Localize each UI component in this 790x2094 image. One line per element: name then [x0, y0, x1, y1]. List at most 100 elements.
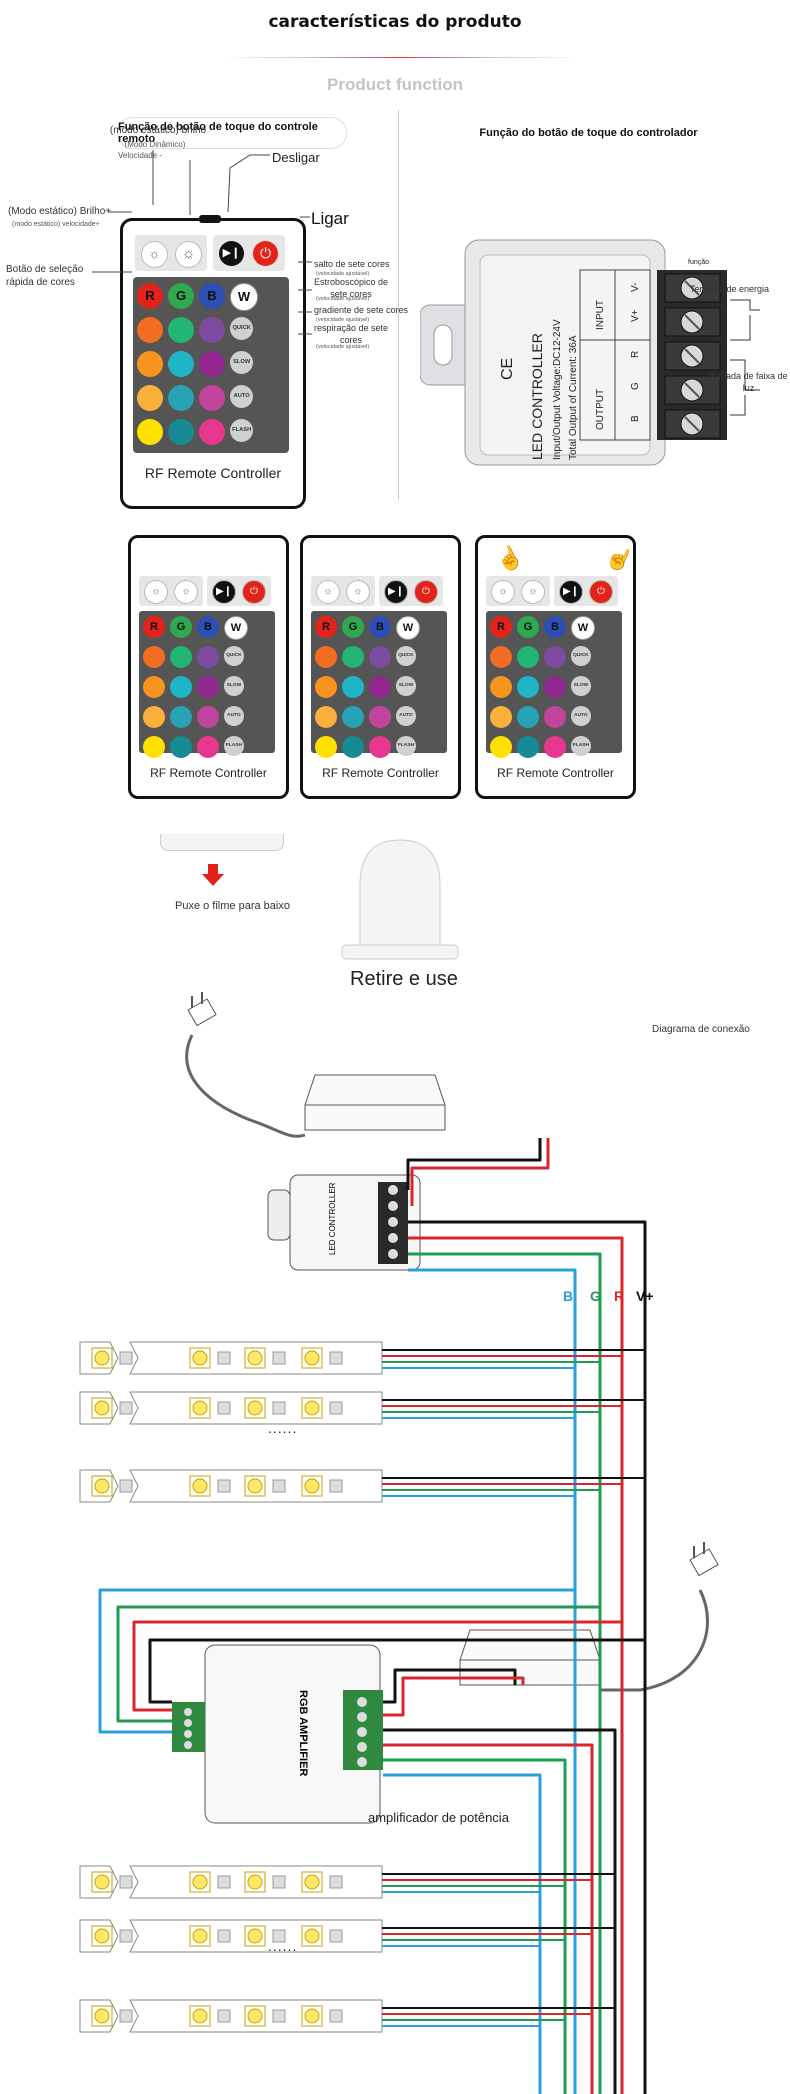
- color-button-w[interactable]: W: [224, 616, 248, 640]
- mode-button-auto[interactable]: AUTO: [396, 706, 416, 726]
- power-button[interactable]: ⏻: [414, 580, 438, 604]
- mode-button-quick[interactable]: QUICK: [230, 317, 254, 341]
- mode-button-flash[interactable]: FLASH: [396, 736, 416, 756]
- color-button[interactable]: [517, 706, 539, 728]
- color-button-r[interactable]: R: [137, 283, 163, 309]
- brightness-up-button[interactable]: ☼: [346, 580, 370, 604]
- controller-ce: CE: [499, 358, 516, 380]
- color-button[interactable]: [170, 646, 192, 668]
- color-button[interactable]: [170, 736, 192, 758]
- color-button[interactable]: [197, 646, 219, 668]
- color-button-g[interactable]: G: [168, 283, 194, 309]
- color-button[interactable]: [315, 706, 337, 728]
- color-button[interactable]: [168, 351, 194, 377]
- label-amplifier: amplificador de potência: [368, 1810, 509, 1825]
- color-button[interactable]: [315, 736, 337, 758]
- color-button-g[interactable]: G: [170, 616, 192, 638]
- color-button[interactable]: [170, 706, 192, 728]
- remote-name: RF Remote Controller: [322, 766, 439, 780]
- brightness-down-button[interactable]: ☼: [316, 580, 340, 604]
- color-button[interactable]: [369, 646, 391, 668]
- color-button[interactable]: [143, 736, 165, 758]
- color-button[interactable]: [170, 676, 192, 698]
- color-button[interactable]: [517, 676, 539, 698]
- brightness-down-button[interactable]: ☼: [141, 241, 168, 268]
- color-button[interactable]: [369, 676, 391, 698]
- diagram-led-controller: LED CONTROLLER: [267, 1174, 421, 1271]
- color-button[interactable]: [490, 646, 512, 668]
- color-button[interactable]: [168, 419, 194, 445]
- color-button-r[interactable]: R: [490, 616, 512, 638]
- color-button[interactable]: [342, 706, 364, 728]
- color-button[interactable]: [490, 736, 512, 758]
- color-button-r[interactable]: R: [143, 616, 165, 638]
- power-button[interactable]: ⏻: [242, 580, 266, 604]
- color-button[interactable]: [137, 317, 163, 343]
- color-button-w[interactable]: W: [396, 616, 420, 640]
- color-button[interactable]: [199, 317, 225, 343]
- mode-button-quick[interactable]: QUICK: [396, 646, 416, 666]
- color-button[interactable]: [168, 385, 194, 411]
- color-button[interactable]: [197, 736, 219, 758]
- color-button-w[interactable]: W: [571, 616, 595, 640]
- brightness-up-button[interactable]: ☼: [175, 241, 202, 268]
- mode-button-slow[interactable]: SLOW: [230, 351, 254, 375]
- color-button[interactable]: [490, 676, 512, 698]
- power-button[interactable]: ⏻: [589, 580, 613, 604]
- brightness-up-button[interactable]: ☼: [174, 580, 198, 604]
- play-pause-button[interactable]: ▶❙: [219, 241, 244, 266]
- color-button-w[interactable]: W: [230, 283, 258, 311]
- color-button[interactable]: [137, 351, 163, 377]
- color-button[interactable]: [143, 646, 165, 668]
- color-button[interactable]: [517, 646, 539, 668]
- mode-button-quick[interactable]: QUICK: [571, 646, 591, 666]
- color-button[interactable]: [544, 646, 566, 668]
- color-button[interactable]: [137, 419, 163, 445]
- color-button-r[interactable]: R: [315, 616, 337, 638]
- color-button[interactable]: [197, 676, 219, 698]
- brightness-down-button[interactable]: ☼: [491, 580, 515, 604]
- mode-button-slow[interactable]: SLOW: [571, 676, 591, 696]
- color-button[interactable]: [315, 676, 337, 698]
- color-button-b[interactable]: B: [197, 616, 219, 638]
- color-button[interactable]: [168, 317, 194, 343]
- color-button[interactable]: [544, 736, 566, 758]
- power-button[interactable]: ⏻: [253, 241, 278, 266]
- mode-button-slow[interactable]: SLOW: [396, 676, 416, 696]
- color-button[interactable]: [143, 706, 165, 728]
- color-button[interactable]: [544, 706, 566, 728]
- mode-button-flash[interactable]: FLASH: [224, 736, 244, 756]
- mode-button-flash[interactable]: FLASH: [571, 736, 591, 756]
- color-button[interactable]: [517, 736, 539, 758]
- color-button[interactable]: [490, 706, 512, 728]
- color-button-b[interactable]: B: [369, 616, 391, 638]
- brightness-down-button[interactable]: ☼: [144, 580, 168, 604]
- brightness-up-button[interactable]: ☼: [521, 580, 545, 604]
- color-button[interactable]: [342, 676, 364, 698]
- color-button-g[interactable]: G: [342, 616, 364, 638]
- mode-button-slow[interactable]: SLOW: [224, 676, 244, 696]
- play-pause-button[interactable]: ▶❙: [384, 580, 408, 604]
- color-button-g[interactable]: G: [517, 616, 539, 638]
- play-pause-button[interactable]: ▶❙: [559, 580, 583, 604]
- color-button[interactable]: [137, 385, 163, 411]
- color-button[interactable]: [197, 706, 219, 728]
- color-button-b[interactable]: B: [199, 283, 225, 309]
- mode-button-flash[interactable]: FLASH: [230, 419, 254, 443]
- mode-button-auto[interactable]: AUTO: [230, 385, 254, 409]
- color-button[interactable]: [315, 646, 337, 668]
- color-button[interactable]: [342, 736, 364, 758]
- mode-button-auto[interactable]: AUTO: [571, 706, 591, 726]
- color-button[interactable]: [199, 419, 225, 445]
- color-button[interactable]: [342, 646, 364, 668]
- color-button[interactable]: [199, 351, 225, 377]
- color-button[interactable]: [369, 736, 391, 758]
- mode-button-quick[interactable]: QUICK: [224, 646, 244, 666]
- play-pause-button[interactable]: ▶❙: [212, 580, 236, 604]
- mode-button-auto[interactable]: AUTO: [224, 706, 244, 726]
- color-button[interactable]: [369, 706, 391, 728]
- color-button[interactable]: [143, 676, 165, 698]
- color-button[interactable]: [544, 676, 566, 698]
- color-button[interactable]: [199, 385, 225, 411]
- color-button-b[interactable]: B: [544, 616, 566, 638]
